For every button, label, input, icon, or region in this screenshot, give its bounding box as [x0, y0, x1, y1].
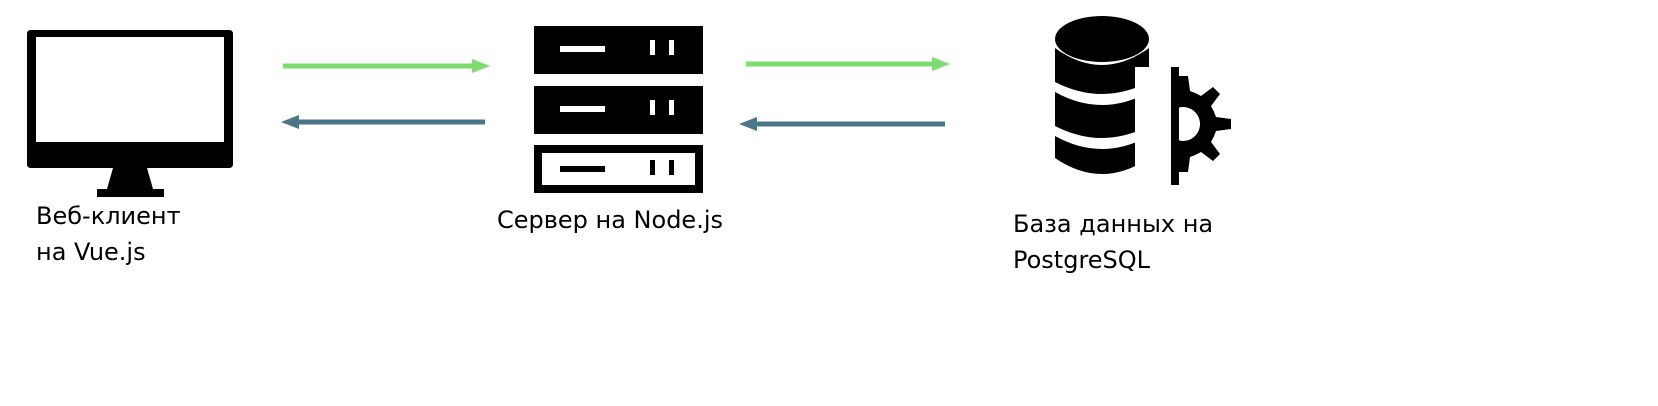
gear-edge [1171, 67, 1179, 185]
server-led-2a [650, 100, 655, 115]
gear-icon [1135, 67, 1231, 185]
server-unit-1 [534, 26, 703, 74]
database-label-line-1: База данных на [1013, 210, 1214, 238]
monitor-stand [107, 168, 153, 189]
arrow-database-to-server [739, 117, 945, 131]
server-led-2b [669, 100, 674, 115]
monitor-screen [27, 30, 233, 168]
arrow-server-to-client [281, 115, 485, 129]
server-led-3b [669, 160, 674, 175]
monitor-icon [27, 30, 233, 197]
server-led-1b [669, 40, 674, 55]
arrow-client-to-server [283, 59, 490, 73]
database-cylinder [1055, 16, 1149, 174]
server-slot-1 [560, 46, 605, 52]
server-rack-icon [534, 26, 703, 193]
server-slot-2 [560, 106, 605, 112]
monitor-base [97, 189, 164, 197]
database-label-line-2: PostgreSQL [1013, 246, 1151, 274]
client-label-line-1: Веб-клиент [36, 202, 181, 230]
client-label: Веб-клиент на Vue.js [36, 198, 181, 270]
database-label: База данных на PostgreSQL [1013, 206, 1213, 278]
database-gear-icon [1055, 16, 1231, 185]
server-label-line-1: Сервер на Node.js [497, 206, 723, 234]
server-led-3a [650, 160, 655, 175]
server-label: Сервер на Node.js [497, 202, 723, 238]
server-unit-2 [534, 86, 703, 134]
arrow-server-to-database [746, 57, 950, 71]
server-led-1a [650, 40, 655, 55]
gear-mask [1135, 67, 1171, 185]
client-label-line-2: на Vue.js [36, 238, 146, 266]
server-slot-3 [560, 166, 605, 172]
